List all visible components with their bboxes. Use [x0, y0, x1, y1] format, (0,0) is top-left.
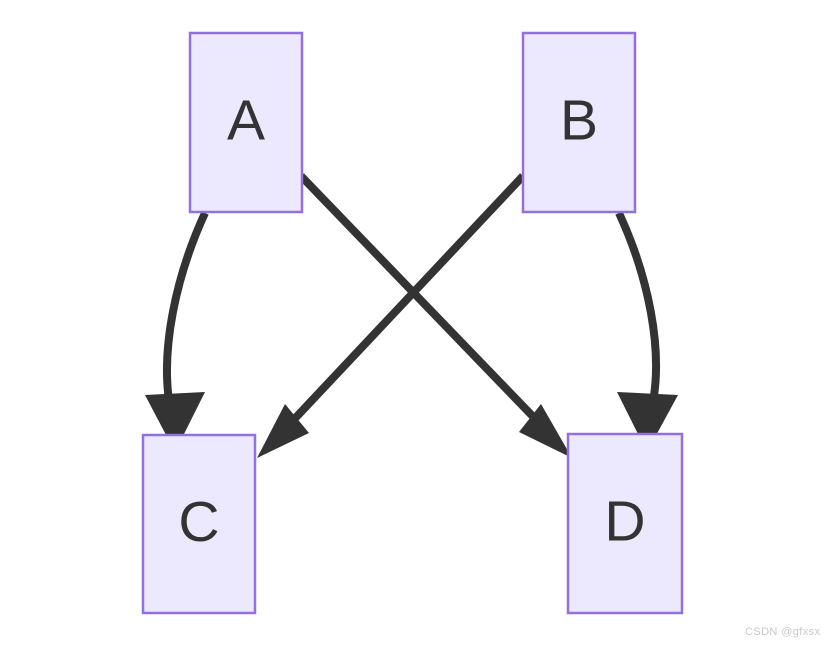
- edge-b-to-d[interactable]: [615, 211, 678, 452]
- node-a-box: [188, 31, 304, 214]
- edge-a-to-c-arrowhead: [145, 392, 205, 452]
- node-a[interactable]: A: [188, 31, 304, 214]
- node-d-box: [566, 432, 684, 615]
- edge-b-to-c-line: [282, 173, 526, 432]
- node-c[interactable]: C: [141, 433, 257, 615]
- edge-a-to-c[interactable]: [145, 211, 209, 452]
- node-c-box: [141, 433, 257, 615]
- watermark: CSDN @gfxsx: [745, 626, 821, 638]
- edge-b-to-d-line: [615, 211, 660, 408]
- node-b[interactable]: B: [521, 31, 637, 214]
- edge-layer: [145, 173, 678, 458]
- edge-a-to-d[interactable]: [298, 173, 572, 458]
- edge-a-to-d-arrowhead: [519, 404, 572, 458]
- node-d[interactable]: D: [566, 432, 684, 615]
- edge-b-to-c[interactable]: [257, 173, 526, 458]
- edge-b-to-c-arrowhead: [257, 404, 309, 458]
- node-b-box: [521, 31, 637, 214]
- edge-a-to-d-line: [298, 173, 548, 432]
- edge-a-to-c-line: [163, 211, 209, 408]
- edge-b-to-d-arrowhead: [617, 392, 678, 452]
- node-layer: A B C D: [141, 31, 684, 615]
